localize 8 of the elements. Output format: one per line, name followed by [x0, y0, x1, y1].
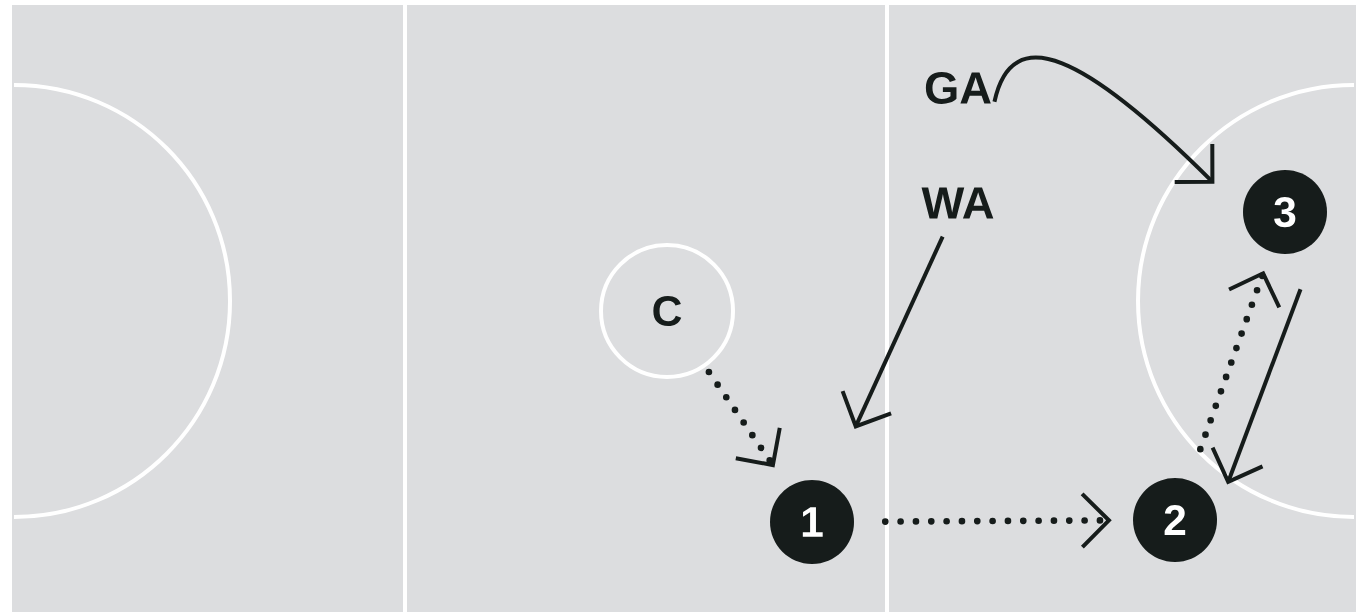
- arrow: [1197, 270, 1282, 453]
- arrow: [840, 235, 945, 430]
- arrow: [1210, 288, 1303, 485]
- player-label: GA: [925, 71, 991, 105]
- player-label: WA: [921, 187, 994, 219]
- arrow: [992, 56, 1215, 184]
- arrow: [881, 492, 1112, 549]
- arrow: [705, 368, 782, 468]
